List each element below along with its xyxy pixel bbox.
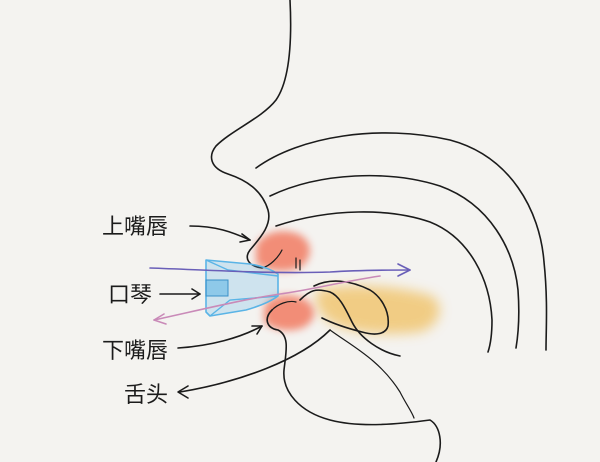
- tongue-shading: [315, 285, 440, 334]
- harmonica-label: 口琴: [108, 283, 152, 308]
- upper-lip-label: 上嘴唇: [102, 215, 168, 240]
- airflow-in-arrowhead: [397, 263, 411, 277]
- face-profile-outline: [210, 0, 292, 269]
- palate-curve-2: [269, 174, 520, 349]
- lower-lip-pointer-head: [251, 325, 263, 335]
- lower-lip-shading: [264, 295, 314, 331]
- lower-lip-pointer: [177, 325, 263, 349]
- lower-lip-inner: [271, 300, 297, 311]
- harmonica-top-edge: [205, 259, 279, 277]
- upper-lip-shading: [256, 231, 310, 272]
- lower-lip-label: 下嘴唇: [102, 339, 168, 364]
- upper-lip-pointer-head: [239, 233, 251, 243]
- upper-lip-pointer: [189, 225, 251, 241]
- chin-outline: [266, 309, 442, 462]
- palate-curve-1: [255, 132, 548, 351]
- palate-curve-3: [275, 211, 493, 353]
- tongue-outline: [313, 280, 390, 335]
- harmonica-holes: [205, 279, 229, 297]
- airflow-out-arrowhead: [153, 313, 167, 325]
- airflow-out-arrow: [153, 275, 381, 321]
- airflow-in-arrow: [149, 267, 411, 274]
- floor-of-mouth-2: [329, 329, 415, 419]
- tongue-pointer-head: [177, 385, 189, 399]
- floor-of-mouth: [299, 289, 401, 357]
- tongue-pointer: [179, 329, 331, 393]
- tongue-label: 舌头: [124, 383, 168, 408]
- harmonica-pointer-head: [191, 288, 201, 300]
